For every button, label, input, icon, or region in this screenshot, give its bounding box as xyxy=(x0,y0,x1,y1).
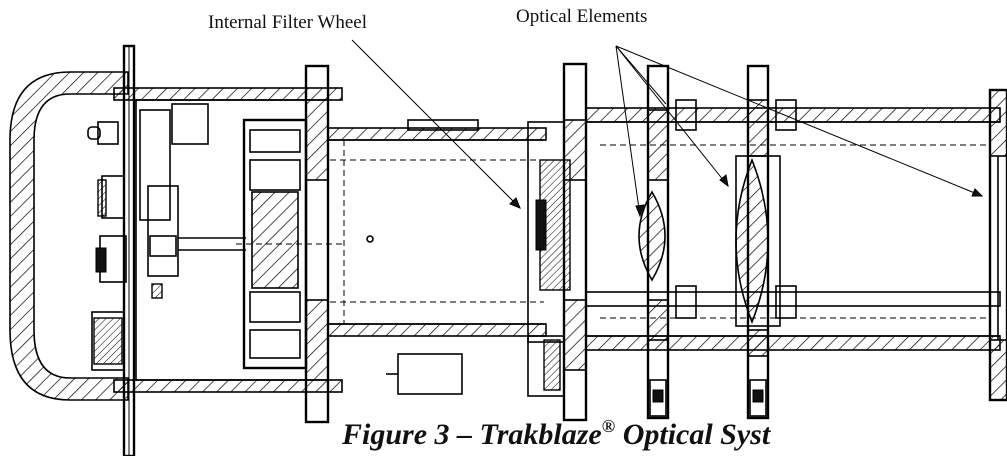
connector-components xyxy=(87,121,246,371)
front-window xyxy=(988,88,1007,402)
figure-caption: Figure 3 – Trakblaze® Optical Syst xyxy=(342,416,770,452)
optical-elements-label: Optical Elements xyxy=(516,6,648,27)
caption-main: Figure 3 – Trakblaze xyxy=(342,418,602,451)
caption-tail: Optical Syst xyxy=(615,418,771,451)
leader-lines xyxy=(351,39,984,218)
electronics-housing xyxy=(113,87,343,393)
lens-1 xyxy=(638,190,666,282)
center-tube xyxy=(327,119,547,395)
caption-registered-mark: ® xyxy=(601,416,616,436)
front-plate-electronics xyxy=(304,64,330,424)
mid-flange xyxy=(527,62,588,422)
lens-cell-1 xyxy=(646,64,670,420)
lens-2 xyxy=(735,157,769,325)
rear-cover xyxy=(9,71,129,401)
filter-wheel-label: Internal Filter Wheel xyxy=(208,12,367,33)
